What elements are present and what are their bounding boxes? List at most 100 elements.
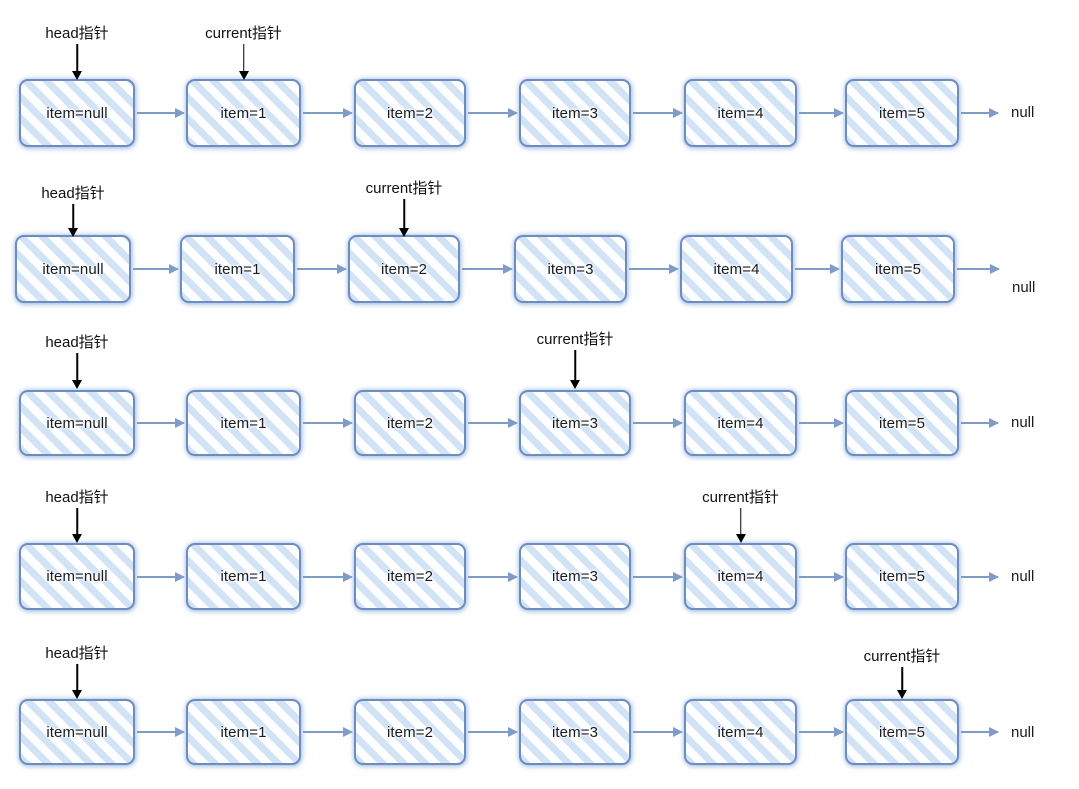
list-node: item=null	[19, 543, 135, 610]
node-label: item=5	[878, 104, 926, 122]
head-pointer-arrow-stem	[76, 508, 78, 534]
terminal-null-label: null	[1011, 568, 1035, 585]
list-node: item=4	[684, 543, 797, 610]
head-pointer-arrowhead-icon	[72, 690, 82, 699]
node-label: item=2	[386, 414, 434, 432]
list-node: item=null	[15, 235, 131, 303]
current-pointer-label: current指针	[535, 328, 615, 349]
node-label: item=3	[551, 414, 599, 432]
list-node: item=4	[684, 79, 797, 147]
list-node: item=3	[519, 79, 631, 147]
node-label: item=3	[551, 723, 599, 741]
node-label: item=5	[878, 414, 926, 432]
list-node: item=null	[19, 79, 135, 147]
head-pointer-arrow-stem	[76, 664, 78, 690]
node-link-arrow	[137, 571, 185, 582]
node-label: item=1	[220, 414, 267, 432]
list-node: item=4	[680, 235, 793, 303]
node-label: item=4	[713, 260, 760, 278]
terminal-null-label: null	[1011, 724, 1035, 741]
node-label: item=1	[220, 568, 267, 585]
list-node: item=5	[845, 699, 959, 765]
list-node: item=3	[519, 699, 631, 765]
current-pointer-annotation: current指针	[845, 645, 959, 700]
node-link-arrow	[799, 727, 844, 737]
list-node: item=1	[186, 79, 301, 147]
list-node: item=5	[845, 390, 959, 456]
list-node: item=3	[519, 543, 631, 610]
node-label: item=4	[717, 104, 764, 122]
node-link-arrow	[633, 571, 683, 582]
node-link-arrow	[957, 264, 1000, 274]
node-label: item=3	[551, 104, 599, 122]
head-pointer-label: head指针	[44, 486, 110, 507]
list-node: item=2	[348, 235, 460, 303]
node-label: item=2	[386, 104, 434, 122]
list-node: item=5	[845, 79, 959, 147]
node-link-arrow	[462, 264, 513, 274]
node-link-arrow	[468, 418, 518, 428]
head-pointer-label: head指针	[44, 22, 110, 43]
current-pointer-arrow-stem	[574, 350, 576, 380]
list-node: item=5	[841, 235, 955, 303]
node-link-arrow	[633, 727, 683, 737]
list-node: item=1	[186, 699, 301, 765]
list-node: item=4	[684, 390, 797, 456]
head-pointer-annotation: head指针	[19, 486, 135, 544]
node-link-arrow	[629, 264, 679, 274]
current-pointer-arrow-stem	[901, 667, 903, 690]
node-link-arrow	[303, 727, 353, 737]
current-pointer-label: current指针	[204, 22, 283, 43]
node-link-arrow	[633, 108, 683, 118]
node-link-arrow	[799, 571, 844, 582]
node-link-arrow	[133, 264, 179, 274]
current-pointer-arrowhead-icon	[570, 380, 580, 389]
current-pointer-arrow-stem	[242, 44, 245, 71]
node-link-arrow	[961, 108, 999, 118]
head-pointer-arrowhead-icon	[72, 534, 82, 543]
node-label: item=null	[46, 723, 108, 741]
list-node: item=4	[684, 699, 797, 765]
list-node: item=2	[354, 79, 466, 147]
list-node: item=1	[186, 390, 301, 456]
terminal-null-label: null	[1011, 414, 1035, 431]
node-label: item=4	[717, 414, 764, 432]
current-pointer-annotation: current指针	[519, 328, 631, 390]
node-link-arrow	[799, 108, 844, 118]
head-pointer-arrow-stem	[76, 353, 78, 380]
head-pointer-label: head指针	[44, 642, 110, 663]
node-label: item=4	[717, 723, 764, 741]
node-label: item=3	[551, 568, 599, 585]
list-node: item=null	[19, 699, 135, 765]
head-pointer-arrow-stem	[76, 44, 78, 71]
node-link-arrow	[137, 727, 185, 737]
head-pointer-annotation: head指针	[19, 642, 135, 700]
list-node: item=5	[845, 543, 959, 610]
terminal-null-label: null	[1011, 104, 1035, 121]
node-label: item=1	[220, 104, 267, 122]
node-label: item=null	[42, 260, 104, 278]
node-label: item=5	[878, 568, 926, 585]
list-node: item=1	[180, 235, 295, 303]
list-node: item=1	[186, 543, 301, 610]
node-label: item=5	[874, 260, 922, 278]
node-link-arrow	[297, 264, 347, 274]
current-pointer-arrowhead-icon	[399, 228, 409, 237]
list-node: item=2	[354, 390, 466, 456]
node-link-arrow	[633, 418, 683, 428]
current-pointer-annotation: current指针	[684, 486, 797, 544]
current-pointer-label: current指针	[701, 486, 780, 507]
node-link-arrow	[303, 418, 353, 428]
node-link-arrow	[468, 108, 518, 118]
current-pointer-arrowhead-icon	[238, 71, 249, 80]
node-label: item=1	[220, 723, 267, 741]
node-link-arrow	[961, 727, 999, 737]
terminal-null-label: null	[1012, 279, 1036, 296]
node-label: item=null	[46, 568, 108, 585]
current-pointer-arrowhead-icon	[897, 690, 907, 699]
list-node: item=null	[19, 390, 135, 456]
list-node: item=3	[519, 390, 631, 456]
node-link-arrow	[137, 418, 185, 428]
head-pointer-label: head指针	[44, 331, 110, 352]
current-pointer-arrowhead-icon	[735, 534, 746, 543]
